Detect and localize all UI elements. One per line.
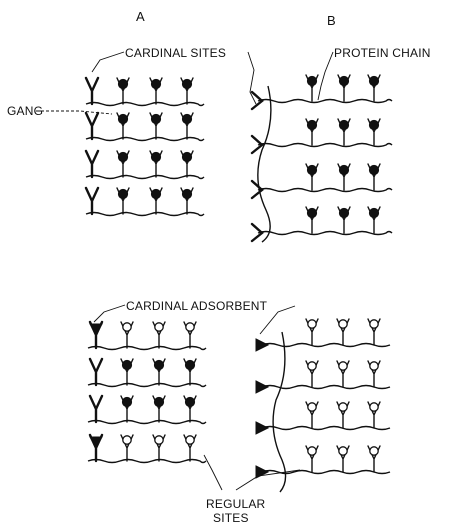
chain-b-top-row-1 bbox=[258, 100, 392, 103]
site-a-bottom-2-3-ball bbox=[185, 360, 194, 369]
site-a-top-4-2-ball bbox=[151, 189, 160, 198]
site-b-bottom-2-1-ball bbox=[308, 362, 316, 370]
site-a-top-2-1-ball bbox=[118, 114, 127, 123]
chain-b-top-row-3 bbox=[258, 189, 392, 192]
site-b-top-4-3-ball bbox=[369, 208, 378, 217]
cardinal-adsorbent-leader-a bbox=[94, 305, 125, 322]
site-a-top-1-2-ball bbox=[151, 79, 160, 88]
cardinal-adsorbent-b-3 bbox=[256, 422, 268, 434]
site-a-top-4-3-ball bbox=[182, 189, 191, 198]
cardinal-site-b-top-2 bbox=[252, 136, 262, 153]
site-b-bottom-2-2-ball bbox=[339, 362, 347, 370]
site-b-top-4-2-ball bbox=[339, 208, 348, 217]
cardinal-site-a-bottom-2 bbox=[90, 359, 102, 385]
cardinal-adsorbent-b-2 bbox=[256, 381, 268, 393]
cardinal-sites-label: CARDINAL SITES bbox=[125, 46, 226, 60]
site-a-top-1-1-ball bbox=[118, 79, 127, 88]
site-b-top-2-1-ball bbox=[307, 120, 316, 129]
vertical-chain-b-top bbox=[258, 86, 271, 242]
cardinal-adsorbent-b-4 bbox=[256, 466, 268, 478]
cardinal-sites-leader-b bbox=[248, 52, 256, 104]
site-b-bottom-1-1-ball bbox=[308, 320, 316, 328]
site-a-top-3-2-ball bbox=[151, 152, 160, 161]
cardinal-site-a-bottom-1-adsorbent bbox=[90, 324, 102, 334]
site-b-top-3-1-ball bbox=[307, 165, 316, 174]
site-a-top-3-1-ball bbox=[118, 152, 127, 161]
chain-a-bottom-row-4 bbox=[88, 460, 206, 463]
cardinal-adsorbent-b-1 bbox=[256, 339, 268, 351]
site-b-top-1-2-ball bbox=[339, 76, 348, 85]
cardinal-site-a-top-3 bbox=[86, 151, 98, 177]
chain-b-top-row-4 bbox=[258, 232, 392, 235]
chain-b-bottom-row-4 bbox=[262, 471, 390, 474]
site-b-bottom-4-2-ball bbox=[339, 447, 347, 455]
site-b-bottom-2-3-ball bbox=[370, 362, 378, 370]
cardinal-site-a-top-1 bbox=[86, 78, 98, 104]
chain-b-bottom-row-1 bbox=[262, 344, 390, 347]
regular-sites-label-line2: SITES bbox=[213, 511, 249, 525]
site-a-bottom-1-2-ball bbox=[155, 323, 163, 331]
cardinal-sites-leader-a bbox=[92, 52, 124, 72]
site-b-top-1-3-ball bbox=[369, 76, 378, 85]
site-a-bottom-4-1-ball bbox=[123, 436, 131, 444]
panel-a-label: A bbox=[136, 9, 145, 24]
chain-a-bottom-row-1 bbox=[88, 347, 206, 350]
site-a-bottom-2-2-ball bbox=[154, 360, 163, 369]
chain-a-bottom-row-3 bbox=[88, 421, 206, 424]
site-a-bottom-4-2-ball bbox=[155, 436, 163, 444]
site-a-top-2-3-ball bbox=[182, 114, 191, 123]
site-a-bottom-1-1-ball bbox=[123, 323, 131, 331]
site-a-bottom-1-3-ball bbox=[186, 323, 194, 331]
site-b-bottom-3-1-ball bbox=[308, 403, 316, 411]
site-a-top-4-1-ball bbox=[118, 189, 127, 198]
chain-b-top-row-2 bbox=[258, 144, 392, 147]
protein-chain-leader bbox=[318, 52, 333, 100]
site-a-bottom-3-2-ball bbox=[154, 397, 163, 406]
site-b-bottom-4-3-ball bbox=[370, 447, 378, 455]
protein-chain-label: PROTEIN CHAIN bbox=[334, 46, 431, 60]
site-structures bbox=[86, 75, 392, 492]
site-a-bottom-4-3-ball bbox=[186, 436, 194, 444]
site-b-top-3-3-ball bbox=[369, 165, 378, 174]
site-a-top-3-3-ball bbox=[182, 152, 191, 161]
chain-a-bottom-row-2 bbox=[88, 384, 206, 387]
site-b-top-4-1-ball bbox=[307, 208, 316, 217]
site-b-bottom-1-3-ball bbox=[370, 320, 378, 328]
panel-b-label: B bbox=[327, 13, 336, 28]
cardinal-adsorbent-label: CARDINAL ADSORBENT bbox=[126, 299, 268, 313]
site-b-bottom-3-3-ball bbox=[370, 403, 378, 411]
site-a-top-2-2-ball bbox=[151, 114, 160, 123]
site-a-bottom-3-1-ball bbox=[122, 397, 131, 406]
site-a-top-1-3-ball bbox=[182, 79, 191, 88]
gang-leader bbox=[36, 111, 112, 114]
site-b-bottom-1-2-ball bbox=[339, 320, 347, 328]
chain-b-bottom-row-3 bbox=[262, 427, 390, 430]
cardinal-site-a-top-4 bbox=[86, 188, 98, 214]
vertical-chain-b-bottom bbox=[273, 332, 285, 492]
site-a-bottom-2-1-ball bbox=[122, 360, 131, 369]
site-b-top-1-1-ball bbox=[307, 76, 316, 85]
regular-sites-leader-a bbox=[204, 455, 222, 490]
cardinal-site-a-top-2 bbox=[86, 113, 98, 139]
cardinal-site-a-bottom-4-adsorbent bbox=[90, 437, 102, 447]
site-b-top-2-2-ball bbox=[339, 120, 348, 129]
site-b-top-2-3-ball bbox=[369, 120, 378, 129]
cardinal-site-b-top-1 bbox=[252, 92, 262, 109]
site-b-top-3-2-ball bbox=[339, 165, 348, 174]
site-a-bottom-3-3-ball bbox=[185, 397, 194, 406]
cardinal-site-b-top-4 bbox=[252, 224, 262, 241]
regular-sites-label-line1: REGULAR bbox=[206, 497, 266, 511]
cardinal-site-a-bottom-3 bbox=[90, 396, 102, 422]
site-b-bottom-3-2-ball bbox=[339, 403, 347, 411]
site-b-bottom-4-1-ball bbox=[308, 447, 316, 455]
